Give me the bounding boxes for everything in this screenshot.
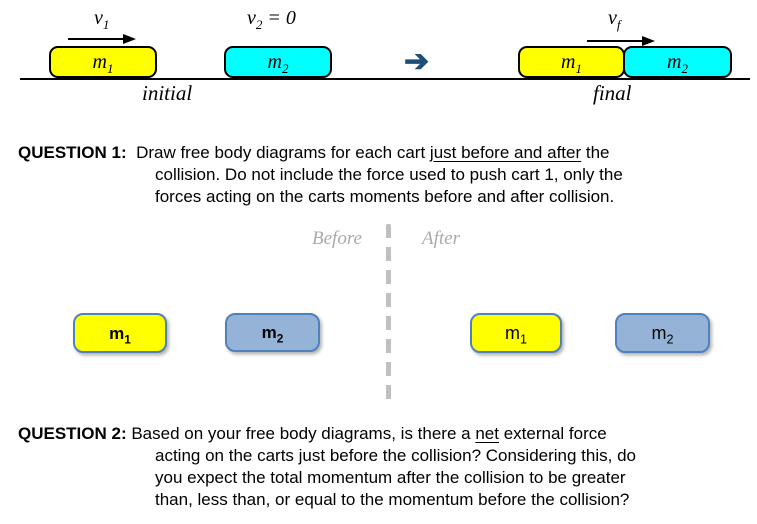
fbd-before-cart-2-symbol: m <box>261 323 277 342</box>
question-1-text: Draw free body diagrams for each cart ju… <box>126 143 610 162</box>
v1-symbol: v <box>94 7 103 29</box>
final-caption: final <box>593 81 632 105</box>
fbd-after-cart-2-symbol: m <box>651 323 667 343</box>
fbd-before-cart-1-label: m1 <box>109 323 131 345</box>
text-segment: external force <box>498 424 607 443</box>
text-segment: Based on your free body diagrams, is the… <box>126 424 476 443</box>
after-label: After <box>422 228 460 249</box>
text-segment: than, less than, or equal to the momentu… <box>155 490 630 509</box>
initial-cart-2: m2 <box>224 46 332 78</box>
final-cart-1-subscript: 1 <box>575 61 582 76</box>
question-2-line-3: you expect the total momentum after the … <box>155 467 740 489</box>
question-1-line-3: forces acting on the carts moments befor… <box>155 186 740 208</box>
transition-arrow-icon: ➔ <box>404 45 430 78</box>
fbd-before-cart-1: m1 <box>73 313 167 353</box>
final-cart-1-symbol: m <box>561 51 576 73</box>
question-2-line-2: acting on the carts just before the coll… <box>155 445 740 467</box>
text-segment: forces acting on the carts moments befor… <box>155 187 615 206</box>
initial-cart-2-label: m2 <box>267 51 289 75</box>
fbd-before-cart-1-subscript: 1 <box>124 331 131 346</box>
fbd-before-cart-2-label: m2 <box>261 323 284 344</box>
initial-cart-2-subscript: 2 <box>281 61 289 76</box>
underlined-text: net <box>475 424 499 443</box>
question-2-line-1: QUESTION 2: Based on your free body diag… <box>18 423 740 445</box>
text-segment: the <box>581 143 610 162</box>
vf-label: vf <box>608 7 621 32</box>
question-1-label: QUESTION 1: <box>18 143 127 162</box>
text-segment: Draw free body diagrams for each cart <box>126 143 430 162</box>
v2-label: v2 = 0 <box>247 7 296 32</box>
question-1: QUESTION 1: Draw free body diagrams for … <box>18 142 740 208</box>
fbd-after-cart-2-subscript: 2 <box>666 332 674 347</box>
fbd-before-cart-1-symbol: m <box>109 323 125 343</box>
question-1-line-2: collision. Do not include the force used… <box>155 164 740 186</box>
question-2-text: Based on your free body diagrams, is the… <box>126 424 607 443</box>
vf-subscript: f <box>616 17 621 32</box>
fbd-after-cart-2-label: m2 <box>651 323 673 346</box>
question-2-label: QUESTION 2: <box>18 424 127 443</box>
v2-subscript: 2 <box>255 17 263 32</box>
v1-arrow-shaft <box>68 38 123 40</box>
fbd-before-cart-2: m2 <box>225 313 320 352</box>
initial-cart-1: m1 <box>49 46 157 78</box>
vf-symbol: v <box>608 7 617 29</box>
final-cart-2: m2 <box>623 46 732 78</box>
fbd-after-cart-1: m1 <box>470 313 562 353</box>
text-segment: collision. Do not include the force used… <box>155 165 623 184</box>
ground-line <box>20 78 750 80</box>
v1-arrow-head-icon <box>123 33 136 44</box>
v1-label: v1 <box>94 7 110 32</box>
before-label: Before <box>312 228 362 249</box>
v2-symbol: v <box>247 7 256 29</box>
initial-cart-2-symbol: m <box>267 51 282 73</box>
fbd-after-cart-1-symbol: m <box>504 323 520 343</box>
initial-caption: initial <box>142 81 193 105</box>
question-1-line-1: QUESTION 1: Draw free body diagrams for … <box>18 142 740 164</box>
initial-cart-1-subscript: 1 <box>106 61 114 76</box>
final-cart-2-label: m2 <box>667 51 688 75</box>
final-cart-1-label: m1 <box>561 51 582 75</box>
fbd-after-cart-2: m2 <box>615 313 710 353</box>
text-segment: you expect the total momentum after the … <box>155 468 626 487</box>
final-cart-1: m1 <box>518 46 625 78</box>
question-2: QUESTION 2: Based on your free body diag… <box>18 423 740 511</box>
vf-arrow-head-icon <box>642 35 655 46</box>
text-segment: acting on the carts just before the coll… <box>155 446 636 465</box>
fbd-after-cart-1-label: m1 <box>504 323 527 346</box>
fbd-before-cart-2-subscript: 2 <box>276 331 284 346</box>
v1-subscript: 1 <box>102 17 110 32</box>
before-after-divider <box>386 224 391 408</box>
initial-cart-1-symbol: m <box>92 51 107 73</box>
vf-arrow-shaft <box>587 40 642 42</box>
initial-cart-1-label: m1 <box>92 51 114 75</box>
v2-equals-zero: = 0 <box>262 7 296 29</box>
question-2-line-4: than, less than, or equal to the momentu… <box>155 489 740 511</box>
fbd-after-cart-1-subscript: 1 <box>519 332 527 347</box>
final-cart-2-subscript: 2 <box>681 61 688 76</box>
underlined-text: just before and after <box>429 143 582 162</box>
final-cart-2-symbol: m <box>667 51 682 73</box>
